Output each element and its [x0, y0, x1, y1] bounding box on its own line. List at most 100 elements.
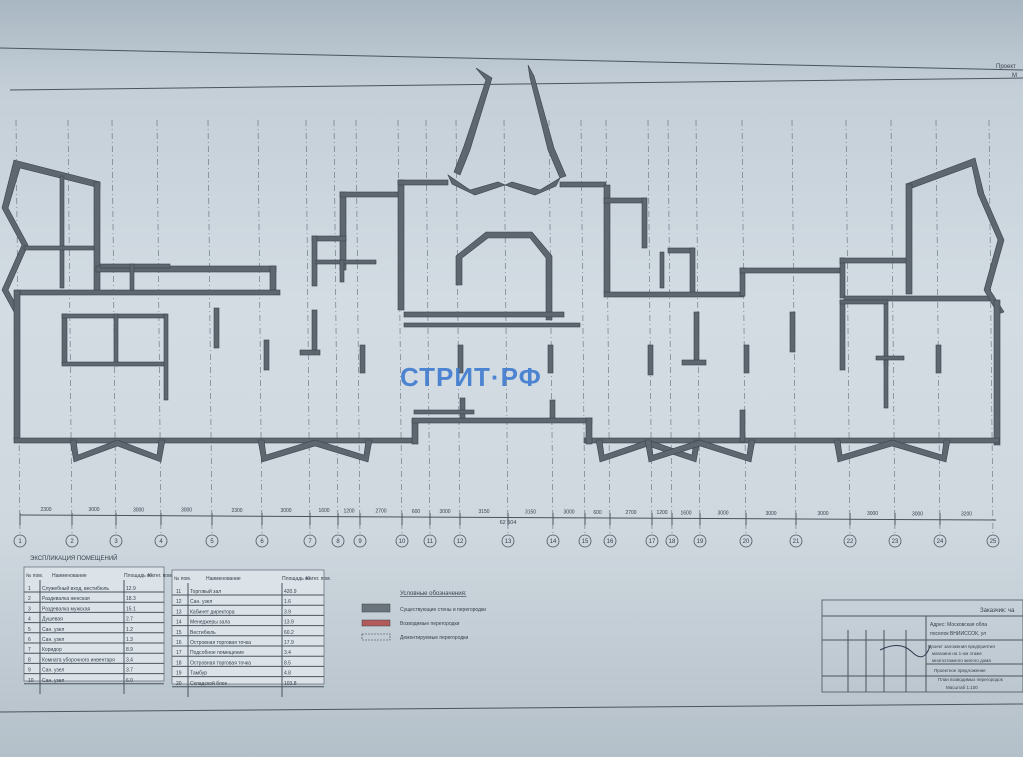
explication-right-cell: Островная торговая точка — [190, 640, 251, 646]
table-header: Катег. пом. — [148, 573, 173, 579]
explication-right-cell: 18 — [176, 660, 182, 666]
stamp-address: Адрес: Московская обла — [930, 622, 987, 628]
legend-swatch-demolished — [361, 633, 391, 641]
grid-lines — [15, 119, 994, 536]
stamp-stage: Проектное предложение — [934, 668, 986, 673]
explication-right-cell: Вестибюль — [190, 630, 216, 636]
axis-bubble-10 — [395, 534, 409, 548]
dimension-segment: 2300 — [40, 507, 51, 513]
watermark-text-a: СТРИТ — [400, 362, 491, 392]
stamp-customer: Заказчик: ча — [980, 608, 1015, 614]
dimension-segment: 3000 — [563, 510, 574, 516]
axis-label-11: 11 — [427, 539, 434, 545]
explication-left-cell: 18.3 — [126, 596, 136, 602]
explication-right-cell: 12 — [176, 599, 182, 605]
signature — [879, 645, 931, 658]
frame-line-bottom — [0, 703, 1023, 713]
axis-bubble-15 — [578, 534, 592, 548]
axis-label-14: 14 — [550, 539, 557, 545]
explication-left-cell: 9 — [28, 668, 31, 674]
axis-bubble-1 — [13, 534, 27, 548]
explication-left-cell: 1 — [28, 586, 31, 592]
stamp-sheet-name: План возводимых перегородок — [938, 677, 1003, 682]
interior-walls — [23, 175, 942, 443]
explication-right-cell: 1.6 — [284, 599, 291, 605]
axis-label-21: 21 — [793, 539, 800, 545]
table-header: Наименование — [206, 576, 241, 582]
axis-bubble-7 — [303, 534, 317, 548]
table-header: Площадь м² — [282, 576, 311, 582]
stamp-project1: Проект заложения предприятия — [928, 644, 995, 649]
explication-right-cell: 17 — [176, 650, 182, 656]
dimension-segment: 1600 — [680, 510, 691, 516]
stamp-project2: магазина на 1-ом этаже — [932, 651, 982, 656]
axis-label-3: 3 — [114, 539, 118, 545]
dimension-segment: 3000 — [817, 511, 828, 517]
explication-left-cell: 7 — [28, 647, 31, 653]
axis-label-17: 17 — [649, 539, 656, 545]
dimension-segment: 600 — [593, 510, 602, 516]
explication-right-cell: Торговый зал — [190, 588, 221, 595]
bay-window — [644, 439, 756, 463]
explication-right-cell: 8.5 — [284, 660, 291, 666]
dimension-segment: 3000 — [912, 511, 923, 517]
table-header: Катег. пом. — [306, 576, 331, 582]
legend-swatch-existing — [361, 603, 391, 613]
axis-bubble-18 — [665, 534, 679, 548]
legend-demolished: Демонтируемые перегородки — [400, 635, 468, 641]
dimension-segment: 1200 — [656, 510, 667, 516]
explication-left-cell: Служебный вход, вестибюль — [42, 585, 109, 592]
explication-right-cell: 11 — [176, 589, 181, 595]
table-header: № пом. — [26, 573, 43, 579]
axis-bubble-2 — [65, 534, 79, 548]
axis-label-6: 6 — [260, 539, 264, 545]
bay-window — [257, 439, 373, 463]
explication-left-cell: 2.7 — [126, 617, 133, 623]
axis-bubble-11 — [423, 534, 437, 548]
explication-right-cell: Менеджеры зала — [190, 620, 230, 626]
axis-label-25: 25 — [990, 539, 997, 545]
watermark: СТРИТ·РФ — [400, 362, 542, 393]
table-header: № пом. — [174, 576, 191, 582]
axis-label-7: 7 — [308, 539, 312, 545]
dimension-segment: 2300 — [231, 508, 242, 514]
legend-existing: Существующие стены и перегородки — [400, 607, 486, 613]
explication-left-cell: Сан. узел — [42, 627, 64, 633]
explication-right-cell: 3.9 — [284, 609, 291, 615]
explication-right-cell: Кабинет директора — [190, 609, 235, 615]
explication-right-cell: Подсобное помещение — [190, 650, 244, 656]
explication-right-cell: 15 — [176, 630, 182, 636]
axis-bubble-8 — [331, 534, 345, 548]
explication-left-cell: 5 — [28, 627, 31, 633]
bay-window — [69, 439, 166, 463]
dimension-segment: 3000 — [439, 509, 450, 515]
explication-left-cell: Сан. узел — [42, 637, 64, 643]
axis-label-2: 2 — [70, 539, 74, 545]
watermark-text-b: РФ — [500, 362, 542, 392]
dimension-segment: 3150 — [525, 509, 536, 515]
explication-left-cell: Коридор — [42, 647, 62, 653]
explication-left-cell: 10 — [28, 678, 34, 684]
explication-left-cell: 1.2 — [126, 627, 133, 633]
explication-right-cell: 3.4 — [284, 650, 291, 656]
dimension-segment: 3000 — [133, 507, 144, 513]
explication-left-cell: 15.1 — [126, 606, 136, 612]
dimension-segment: 1200 — [343, 508, 354, 514]
axis-label-5: 5 — [210, 539, 214, 545]
explication-left-cell: 4 — [28, 617, 31, 623]
explication-right-cell: 420.9 — [284, 589, 297, 595]
legend: Условные обозначения: Существующие стены… — [361, 591, 486, 641]
axis-label-13: 13 — [505, 539, 512, 545]
axis-bubble-5 — [205, 534, 219, 548]
explication-right-cell: 19 — [176, 671, 182, 677]
explication-right-cell: 17.9 — [284, 640, 294, 646]
stamp-project3: многоэтажного жилого дома — [932, 658, 991, 663]
axis-label-22: 22 — [847, 539, 854, 545]
frame-line-upper — [9, 77, 1023, 91]
dimension-segment: 3150 — [478, 509, 489, 515]
explication-left-cell: Душевая — [42, 617, 63, 623]
axis-bubble-22 — [843, 534, 857, 548]
